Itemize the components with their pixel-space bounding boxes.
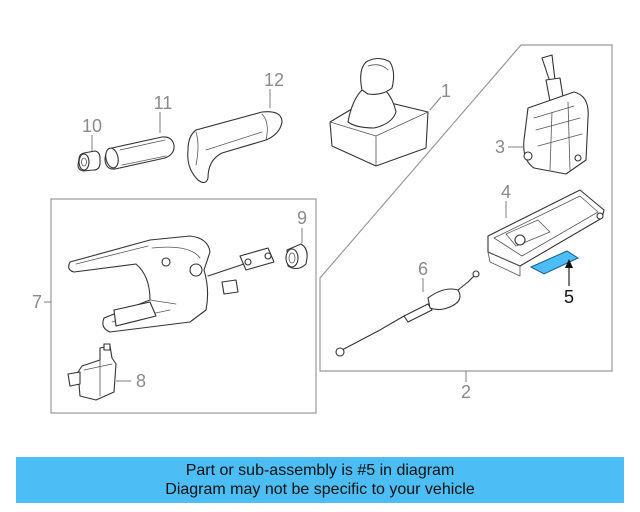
part-11-grip (104, 136, 175, 170)
banner-line-disclaimer: Diagram may not be specific to your vehi… (165, 481, 475, 498)
parts-diagram: 1 2 3 4 5 6 7 8 9 10 11 12 (32, 44, 613, 414)
leader-lines (44, 89, 523, 382)
part-6-shift-cable (335, 270, 480, 357)
part-4-shifter-base (487, 189, 605, 277)
callout-1: 1 (441, 81, 451, 101)
info-banner: Part or sub-assembly is #5 in diagram Di… (16, 457, 624, 503)
callout-8: 8 (136, 371, 146, 391)
callout-2: 2 (461, 382, 471, 402)
part-9-collar (285, 243, 308, 270)
callout-labels: 1 2 3 4 5 6 7 8 9 10 11 12 (32, 70, 574, 402)
part-10-bushing (77, 150, 101, 172)
callout-10: 10 (82, 116, 102, 136)
part-12-boot (187, 111, 283, 184)
callout-5: 5 (564, 287, 574, 307)
part-5-bracket (529, 250, 580, 286)
callout-4: 4 (501, 182, 511, 202)
callout-9: 9 (297, 208, 307, 228)
part-8-switch (67, 343, 117, 401)
banner-line-part: Part or sub-assembly is #5 in diagram (185, 462, 455, 479)
parking-brake-group-frame (50, 198, 317, 414)
callout-7: 7 (32, 292, 42, 312)
callout-3: 3 (495, 137, 505, 157)
callout-11: 11 (154, 93, 173, 113)
callout-6: 6 (418, 259, 428, 279)
part-1-shift-boot (329, 57, 429, 167)
callout-12: 12 (264, 70, 284, 90)
part-3-shifter-mechanism (523, 54, 589, 175)
part-7-parking-brake-lever (68, 235, 275, 333)
